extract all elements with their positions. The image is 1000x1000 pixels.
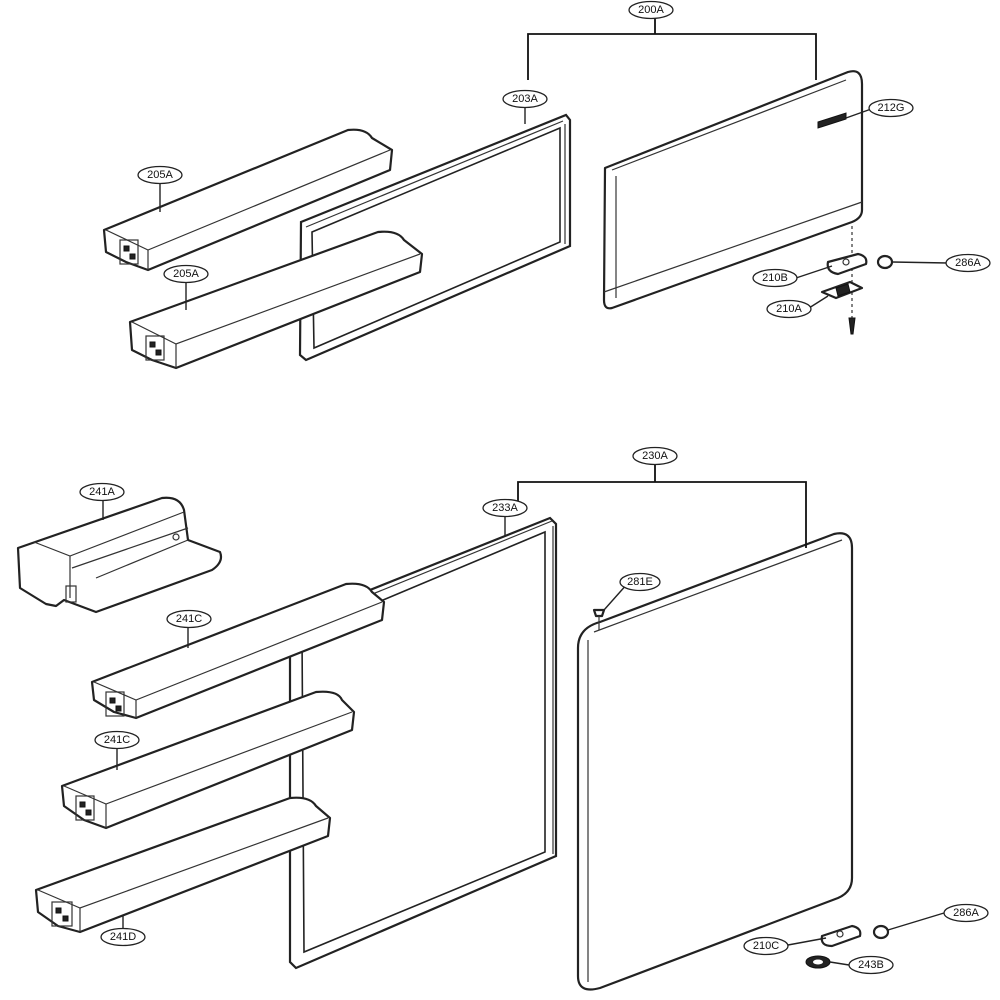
bottom-shelf-1 (90, 582, 386, 720)
tag-label: 243B (858, 959, 884, 971)
tag-210a: 210A (766, 299, 812, 319)
tag-label: 212G (878, 102, 905, 114)
tag-label: 210B (762, 272, 788, 284)
bottom-door (576, 532, 854, 991)
top-hinge-parts (820, 226, 894, 335)
leader-lines-top (159, 107, 949, 310)
bottom-gasket (288, 516, 558, 970)
tag-label: 205A (173, 268, 199, 280)
tag-210c: 210C (743, 936, 789, 956)
tag-241a: 241A (79, 482, 125, 502)
tag-205a-lower: 205A (163, 264, 209, 284)
tag-281e: 281E (619, 572, 661, 592)
tag-label: 230A (642, 450, 668, 462)
tag-label: 200A (638, 4, 664, 16)
bracket-200a (527, 18, 817, 80)
tag-230a: 230A (632, 446, 678, 466)
top-shelf-1 (102, 128, 394, 272)
tag-212g: 212G (868, 98, 914, 118)
tag-label: 241A (89, 486, 115, 498)
tag-233a: 233A (482, 498, 528, 518)
tag-label: 233A (492, 502, 518, 514)
bottom-shelf-2 (60, 690, 356, 830)
tag-label: 241D (110, 931, 136, 943)
tag-label: 210A (776, 303, 802, 315)
emblem (817, 112, 847, 129)
bottom-shelf-3 (34, 796, 332, 934)
tag-label: 203A (512, 93, 538, 105)
top-door (602, 70, 864, 310)
tag-241c-upper: 241C (166, 609, 212, 629)
tag-205a-upper: 205A (137, 165, 183, 185)
tag-label: 205A (147, 169, 173, 181)
tag-286a-top: 286A (945, 253, 991, 273)
tag-label: 241C (104, 734, 130, 746)
tag-203a: 203A (502, 89, 548, 109)
bracket-230a (517, 464, 807, 548)
top-gasket (298, 113, 572, 362)
tag-label: 241C (176, 613, 202, 625)
top-shelf-2 (128, 230, 424, 370)
tag-200a: 200A (628, 0, 674, 20)
door-stopper (592, 608, 606, 630)
tag-label: 286A (955, 257, 981, 269)
tag-241c-lower: 241C (94, 730, 140, 750)
dairy-bin (16, 496, 223, 614)
tag-label: 281E (627, 576, 653, 588)
tag-286a-bottom: 286A (943, 903, 989, 923)
tag-210b: 210B (752, 268, 798, 288)
tag-label: 210C (753, 940, 779, 952)
tag-label: 286A (953, 907, 979, 919)
tag-241d: 241D (100, 927, 146, 947)
tag-243b: 243B (848, 955, 894, 975)
